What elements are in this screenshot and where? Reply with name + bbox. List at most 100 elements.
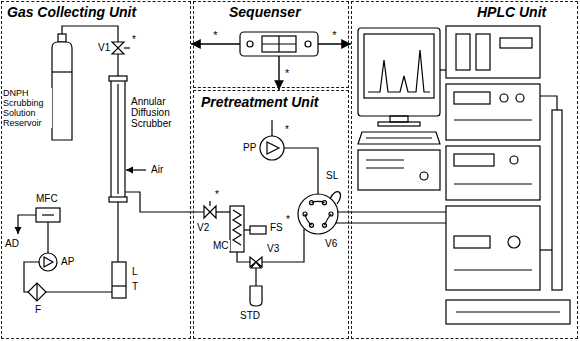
scrubber-tube xyxy=(109,76,127,81)
part-label: MC xyxy=(212,240,230,251)
control-signal-arrow xyxy=(318,43,351,44)
hplc-modules xyxy=(454,119,532,120)
filter-symbol xyxy=(28,283,46,301)
valve-symbol xyxy=(112,42,124,48)
hplc-computer xyxy=(378,122,420,126)
reservoir-bottle xyxy=(52,42,72,140)
hplc-computer xyxy=(366,159,404,160)
valve-symbol xyxy=(112,48,124,54)
peristaltic-pump xyxy=(260,136,284,160)
six-port-valve xyxy=(298,194,338,234)
flow-sensor xyxy=(250,226,266,234)
sequencer-device xyxy=(247,41,253,47)
six-port-valve xyxy=(312,201,325,202)
control-mark: * xyxy=(212,29,218,41)
mass-flow-controller xyxy=(36,208,60,222)
liquid-trap xyxy=(112,262,126,298)
six-port-valve xyxy=(305,214,312,225)
connector-group xyxy=(191,44,351,90)
hplc-modules xyxy=(456,34,470,70)
air-pump xyxy=(39,253,57,271)
air-pump xyxy=(39,253,57,271)
sequencer-device xyxy=(262,36,296,52)
part-label: AD xyxy=(4,238,20,249)
scrubber-tube xyxy=(109,197,127,202)
hplc-modules xyxy=(540,249,552,250)
pretreatment-tubing xyxy=(336,222,446,223)
hplc-computer xyxy=(420,172,428,180)
tubing xyxy=(46,291,112,292)
hplc-modules xyxy=(552,110,562,290)
hplc-modules xyxy=(446,146,540,200)
filter-symbol xyxy=(28,283,46,301)
control-signal-arrow xyxy=(278,56,279,90)
scrubber-tube xyxy=(117,84,118,194)
mixing-coil xyxy=(230,206,244,252)
scrubber-tube xyxy=(109,76,127,202)
control-mark: * xyxy=(331,29,337,41)
mixing-coil xyxy=(230,206,244,252)
valve-symbol xyxy=(210,206,216,218)
part-label: DNPH Scrubbing Solution Reservoir xyxy=(2,88,52,128)
unit-heading: Gas Collecting Unit xyxy=(5,4,138,20)
control-mark: * xyxy=(214,189,220,200)
filter-symbol xyxy=(36,283,37,301)
part-label: T xyxy=(131,281,139,292)
hplc-computer xyxy=(358,132,440,144)
hplc-modules xyxy=(446,26,540,78)
pretreatment-tubing xyxy=(262,229,304,262)
part-label: SL xyxy=(325,170,339,181)
tubing xyxy=(18,26,204,292)
hplc-modules xyxy=(456,311,560,312)
hplc-computer xyxy=(390,116,408,122)
hplc-modules xyxy=(446,300,570,324)
liquid-trap xyxy=(112,262,126,298)
valve-symbol xyxy=(204,206,210,218)
part-label: F xyxy=(34,304,42,315)
six-port-valve xyxy=(298,192,341,234)
sequencer-device xyxy=(240,32,318,56)
pretreatment-tubing xyxy=(284,148,318,194)
hplc-modules xyxy=(454,269,532,270)
pretreatment-tubing xyxy=(244,229,250,230)
part-label: V2 xyxy=(196,222,210,233)
hplc-modules xyxy=(476,34,490,70)
hplc-modules xyxy=(454,154,494,166)
unit-heading: HPLC Unit xyxy=(475,4,548,20)
tubing xyxy=(126,169,146,170)
hplc-computer xyxy=(366,167,404,168)
part-label: V6 xyxy=(324,238,338,249)
peristaltic-pump xyxy=(260,136,284,160)
hplc-modules xyxy=(508,236,520,248)
unit-heading: Sequenser xyxy=(227,4,303,20)
pretreatment-tubing xyxy=(338,211,446,212)
unit-region: HPLC Unit xyxy=(351,1,578,339)
hplc-computer xyxy=(366,137,432,138)
hplc-computer xyxy=(364,34,434,98)
tubing xyxy=(62,26,118,76)
unit-region: Sequenser xyxy=(193,1,349,88)
part-label: PP xyxy=(242,142,257,153)
pretreatment-tubing xyxy=(216,120,446,286)
three-way-valve xyxy=(251,262,261,268)
valve-symbol xyxy=(209,201,210,206)
hplc-modules xyxy=(454,236,490,248)
unit-heading: Pretreatment Unit xyxy=(199,94,320,110)
pretreatment-tubing xyxy=(216,211,230,212)
hplc-modules xyxy=(446,84,540,140)
hplc-modules xyxy=(454,183,532,184)
hplc-computer xyxy=(358,150,440,190)
control-mark: * xyxy=(284,124,290,135)
tubing xyxy=(47,222,48,253)
control-mark: * xyxy=(285,214,291,225)
control-mark: * xyxy=(131,34,137,45)
hplc-modules xyxy=(516,94,524,102)
six-port-valve xyxy=(325,214,332,225)
peristaltic-pump xyxy=(267,142,279,154)
tubing xyxy=(117,202,118,262)
part-label: MFC xyxy=(35,193,59,204)
reservoir-bottle xyxy=(52,34,72,140)
